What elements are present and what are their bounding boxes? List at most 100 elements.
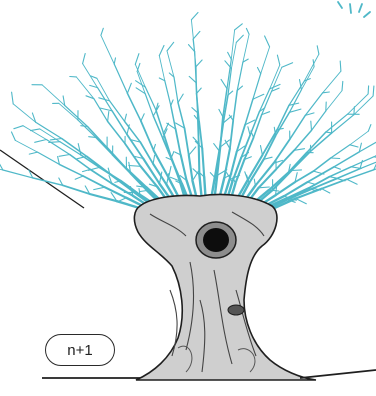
branch-stroke (235, 24, 243, 30)
branch-stroke (292, 152, 311, 171)
branch-stroke (178, 103, 185, 129)
branch-stroke (83, 54, 86, 64)
branch-stroke (342, 81, 343, 90)
branch-stroke (171, 106, 176, 130)
branch-stroke (311, 121, 312, 130)
branch-stroke (193, 39, 196, 66)
branch-stroke (135, 54, 139, 65)
branch-stroke (35, 140, 47, 143)
branch-stroke (189, 155, 193, 181)
trunk (134, 194, 316, 380)
branch-stroke (310, 133, 331, 151)
pointer-line (0, 150, 84, 208)
branch-stroke (219, 109, 223, 117)
branch-stroke (253, 74, 261, 100)
branch-stroke (317, 46, 319, 54)
branch-stroke (94, 99, 108, 122)
branch-stroke (59, 103, 78, 120)
branch-stroke (323, 71, 341, 93)
branch-stroke (127, 83, 131, 93)
branch-stroke (137, 63, 140, 71)
branch-stroke (193, 31, 200, 39)
branch-stroke (272, 67, 282, 91)
branch-stroke (331, 145, 350, 158)
branch-stroke (191, 13, 198, 20)
branch-stroke (294, 130, 311, 150)
branch-stroke (282, 63, 293, 68)
branch-stroke (59, 164, 83, 176)
branch-stroke (108, 121, 125, 143)
branch-stroke (196, 60, 202, 67)
branch-stroke (165, 81, 171, 106)
tree-hollow (196, 222, 236, 258)
branch-stroke (101, 35, 114, 64)
branch-stroke (359, 137, 376, 152)
branch-stroke (202, 148, 204, 177)
branch-stroke (233, 91, 237, 121)
branch-stroke (243, 34, 249, 62)
branch-stroke (351, 157, 374, 167)
branch-stroke (296, 199, 307, 204)
branch-stroke (141, 114, 144, 121)
branch-stroke (289, 81, 304, 105)
branch-stroke (31, 129, 40, 131)
branch-stroke (59, 155, 70, 157)
branch-stroke (373, 86, 374, 96)
branch-stroke (246, 28, 249, 34)
branch-stroke (302, 67, 315, 90)
branch-stroke (221, 79, 227, 88)
branch-stroke (129, 166, 141, 167)
branch-stroke (159, 56, 165, 81)
branch-stroke (334, 167, 340, 169)
branch-stroke (36, 122, 62, 138)
branch-stroke (65, 105, 88, 126)
branch-stroke (125, 114, 127, 121)
branch-stroke (313, 60, 314, 67)
branch-stroke (245, 99, 253, 125)
branch-stroke (159, 46, 164, 56)
branch-stroke (107, 148, 126, 169)
branch-stroke (368, 125, 371, 132)
branch-stroke (14, 126, 23, 129)
branch-stroke (49, 142, 60, 143)
branch-stroke (350, 131, 368, 145)
branch-stroke (189, 147, 196, 155)
branch-stroke (12, 92, 14, 104)
branch-stroke (125, 144, 141, 167)
branch-stroke (169, 166, 171, 177)
branch-stroke (305, 93, 322, 116)
branch-stroke (304, 54, 319, 81)
branch-stroke (33, 178, 63, 185)
branch-stroke (322, 189, 330, 193)
branch-stroke (178, 94, 183, 103)
branch-stroke (29, 152, 37, 154)
branch-stroke (76, 77, 94, 99)
branch-stroke (307, 132, 326, 152)
branch-stroke (75, 176, 83, 179)
branch-stroke (236, 35, 243, 42)
branch-crown (0, 13, 376, 211)
branch-stroke (214, 144, 220, 151)
branch-stroke (228, 52, 232, 59)
branch-stroke (199, 143, 200, 174)
branch-stroke (314, 158, 331, 171)
branch-stroke (230, 121, 233, 149)
generation-label: n+1 (45, 334, 115, 366)
branch-stroke (258, 68, 261, 74)
branch-stroke (312, 111, 326, 130)
branch-stroke (42, 85, 65, 106)
branch-stroke (264, 136, 276, 160)
branch-stroke (337, 169, 360, 179)
branch-stroke (276, 150, 294, 169)
branch-stroke (290, 115, 306, 139)
sun-rays-icon (338, 2, 370, 17)
branch-stroke (174, 77, 178, 103)
branch-stroke (114, 58, 115, 64)
branch-stroke (350, 145, 358, 147)
branch-stroke (62, 139, 87, 157)
branch-stroke (125, 121, 141, 142)
branch-stroke (176, 129, 181, 155)
branch-stroke (0, 160, 3, 170)
branch-stroke (277, 55, 279, 65)
